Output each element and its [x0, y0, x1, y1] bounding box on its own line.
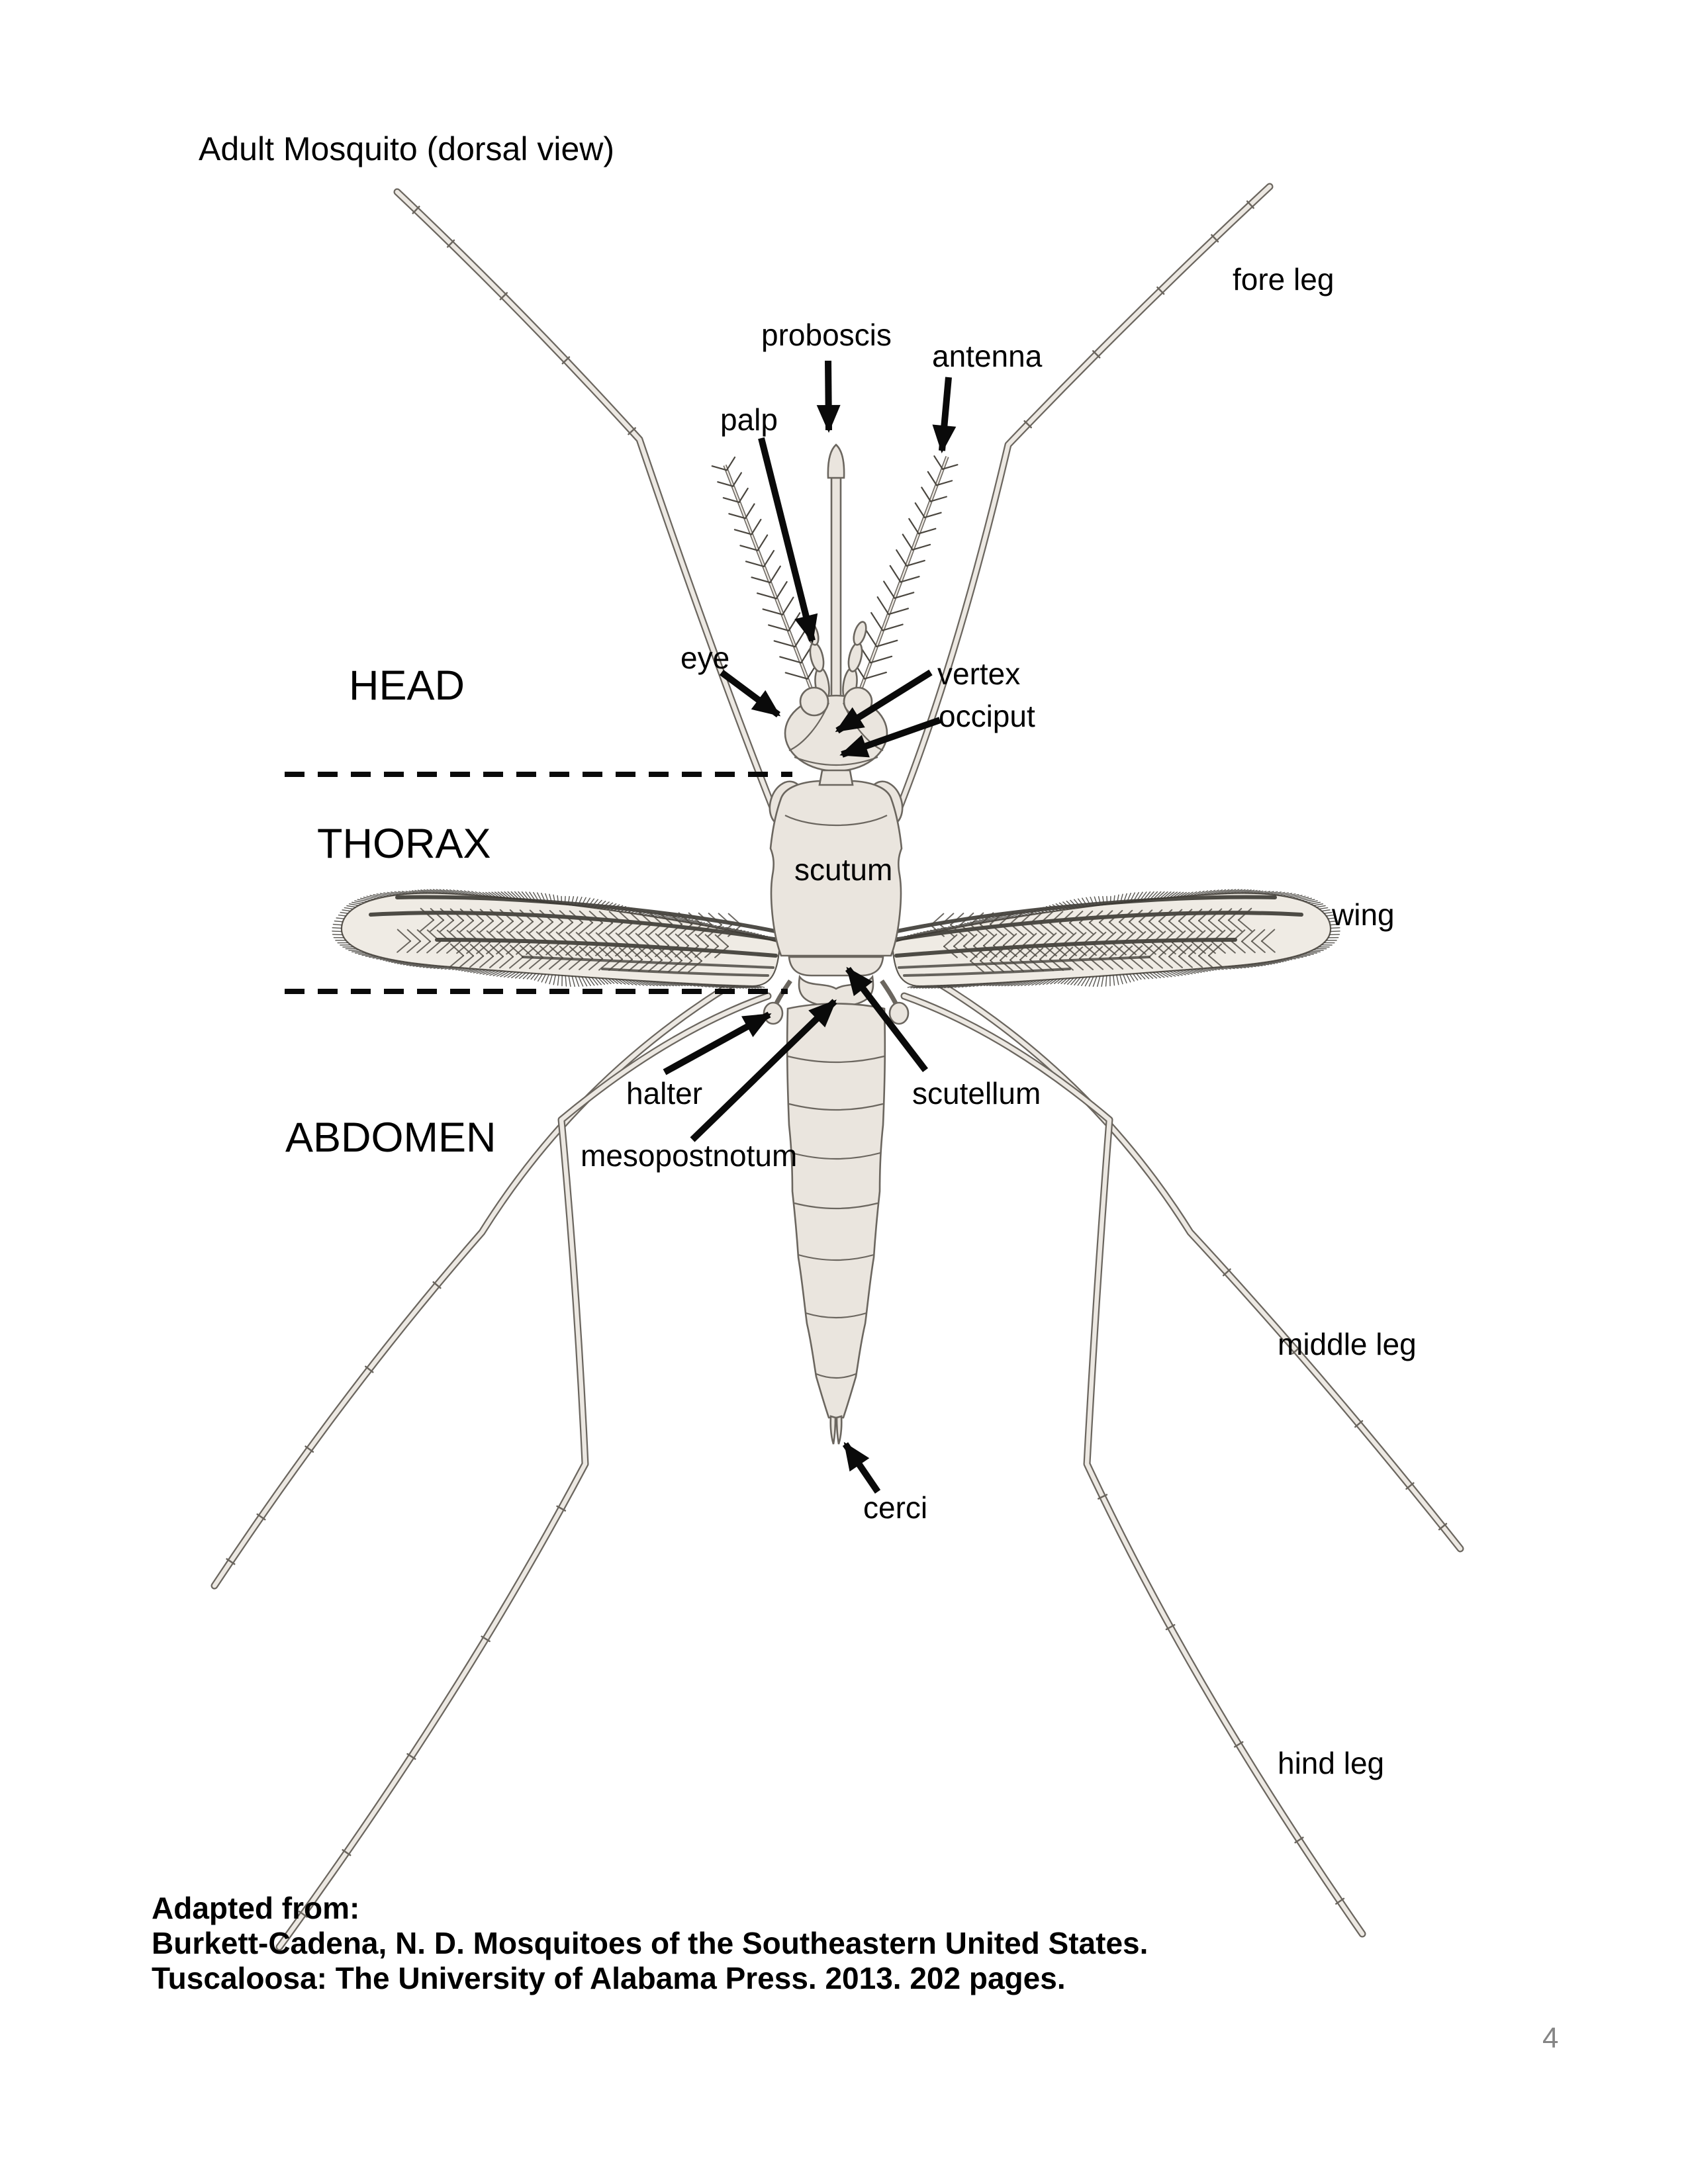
- arrow-vertex: [835, 669, 933, 734]
- section-label-abdomen: ABDOMEN: [285, 1115, 496, 1161]
- label-scutellum: scutellum: [912, 1076, 1041, 1111]
- label-proboscis: proboscis: [761, 318, 892, 352]
- page-title: Adult Mosquito (dorsal view): [199, 130, 614, 167]
- head-appendages: [711, 443, 959, 708]
- section-label-thorax: THORAX: [317, 821, 491, 867]
- citation-line-2: Burkett-Cadena, N. D. Mosquitoes of the …: [152, 1926, 1148, 1960]
- arrow-halter: [663, 1011, 772, 1075]
- cerci-shape: [829, 1415, 837, 1445]
- neck: [818, 769, 854, 786]
- label-eye: eye: [680, 641, 729, 675]
- label-scutum: scutum: [794, 852, 892, 887]
- section-label-head: HEAD: [349, 662, 465, 709]
- label-cerci: cerci: [863, 1490, 927, 1525]
- label-middle-leg: middle leg: [1278, 1327, 1417, 1361]
- legs: [214, 187, 1460, 1947]
- arrow-palp: [758, 437, 818, 643]
- scutellum-shape: [788, 956, 884, 977]
- abdomen: [786, 1003, 886, 1445]
- mosquito-illustration: [214, 187, 1460, 1947]
- label-hind-leg: hind leg: [1278, 1746, 1384, 1780]
- thorax: [769, 780, 904, 1009]
- label-halter: halter: [626, 1076, 702, 1111]
- label-palp: palp: [720, 402, 778, 437]
- arrow-occiput: [839, 717, 941, 758]
- arrow-eye: [720, 669, 781, 718]
- head: [784, 686, 888, 786]
- citation-line-1: Adapted from:: [152, 1891, 359, 1925]
- arrow-mesopostnotum: [690, 999, 837, 1142]
- label-occiput: occiput: [939, 699, 1035, 733]
- left-wing: [332, 889, 781, 989]
- left-pedicel: [799, 686, 829, 717]
- label-antenna: antenna: [932, 339, 1043, 373]
- scutum-shape: [769, 780, 903, 957]
- label-vertex: vertex: [937, 657, 1020, 691]
- arrow-cerci: [842, 1441, 881, 1494]
- arrow-antenna: [932, 377, 957, 453]
- leader-arrows: [663, 360, 957, 1494]
- leg-joint-marks: [226, 200, 1448, 1918]
- label-wing: wing: [1331, 897, 1395, 932]
- arrow-proboscis: [816, 360, 841, 433]
- page-number: 4: [1542, 2022, 1558, 2054]
- label-mesopostnotum: mesopostnotum: [581, 1138, 797, 1173]
- right-wing: [892, 889, 1340, 988]
- label-fore-leg: fore leg: [1233, 262, 1334, 296]
- citation-line-3: Tuscaloosa: The University of Alabama Pr…: [152, 1961, 1066, 1995]
- proboscis-shape: [830, 477, 842, 708]
- arrow-scutellum: [845, 966, 928, 1073]
